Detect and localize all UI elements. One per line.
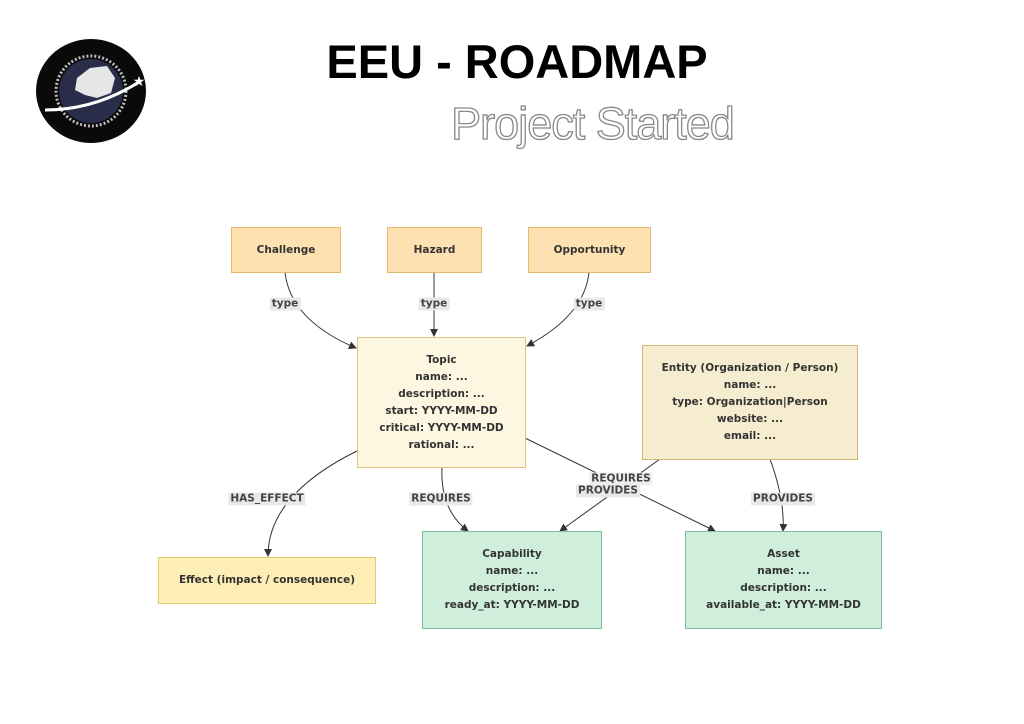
node-field: email: ...	[723, 430, 777, 442]
node-field: critical: YYYY-MM-DD	[379, 421, 504, 434]
edge-label-provides-asset: PROVIDES	[751, 492, 815, 506]
edge-opportunity-topic	[526, 271, 590, 347]
node-opportunity[interactable]: Opportunity	[528, 227, 651, 273]
node-field: name: ...	[757, 565, 810, 577]
edge-label-opportunity: type	[573, 297, 605, 311]
node-field: name: ...	[723, 379, 777, 391]
node-topic[interactable]: Topic name: ... description: ... start: …	[357, 337, 526, 468]
node-entity[interactable]: Entity (Organization / Person) name: ...…	[642, 345, 858, 460]
node-title: Challenge	[256, 243, 316, 256]
eeu-logo: ★	[35, 38, 147, 148]
node-field: description: ...	[398, 387, 485, 400]
node-field: description: ...	[468, 582, 556, 594]
node-hazard[interactable]: Hazard	[387, 227, 482, 273]
node-challenge[interactable]: Challenge	[231, 227, 341, 273]
edge-challenge-topic	[284, 271, 357, 349]
edge-label-hazard: type	[418, 297, 450, 311]
node-field: name: ...	[485, 565, 539, 577]
node-title: Hazard	[413, 243, 456, 256]
node-field: available_at: YYYY-MM-DD	[706, 599, 861, 611]
page-title: EEU - ROADMAP	[326, 35, 708, 88]
node-title: Entity (Organization / Person)	[661, 362, 839, 374]
node-field: start: YYYY-MM-DD	[385, 404, 498, 417]
node-field: website: ...	[716, 413, 784, 425]
node-field: type: Organization|Person	[672, 396, 828, 408]
node-title: Topic	[426, 353, 457, 366]
page-subtitle: Project Started	[451, 97, 736, 149]
node-capability[interactable]: Capability name: ... description: ... re…	[422, 531, 602, 629]
edge-label-requires: REQUIRES	[409, 492, 473, 506]
node-effect[interactable]: Effect (impact / consequence)	[158, 557, 376, 604]
node-field: name: ...	[415, 370, 468, 383]
edge-label-challenge: type	[269, 297, 301, 311]
node-title: Capability	[482, 548, 542, 560]
node-asset[interactable]: Asset name: ... description: ... availab…	[685, 531, 882, 629]
node-title: Asset	[767, 548, 800, 560]
edge-label-provides-capability: PROVIDES	[576, 484, 640, 498]
node-title: Opportunity	[553, 243, 626, 256]
edge-label-requires-asset: REQUIRES	[589, 472, 653, 486]
node-field: rational: ...	[408, 438, 475, 451]
node-field: description: ...	[740, 582, 827, 594]
node-title: Effect (impact / consequence)	[178, 574, 356, 586]
node-field: ready_at: YYYY-MM-DD	[444, 599, 580, 611]
svg-text:★: ★	[133, 74, 146, 90]
edge-label-has-effect: HAS_EFFECT	[228, 492, 306, 506]
